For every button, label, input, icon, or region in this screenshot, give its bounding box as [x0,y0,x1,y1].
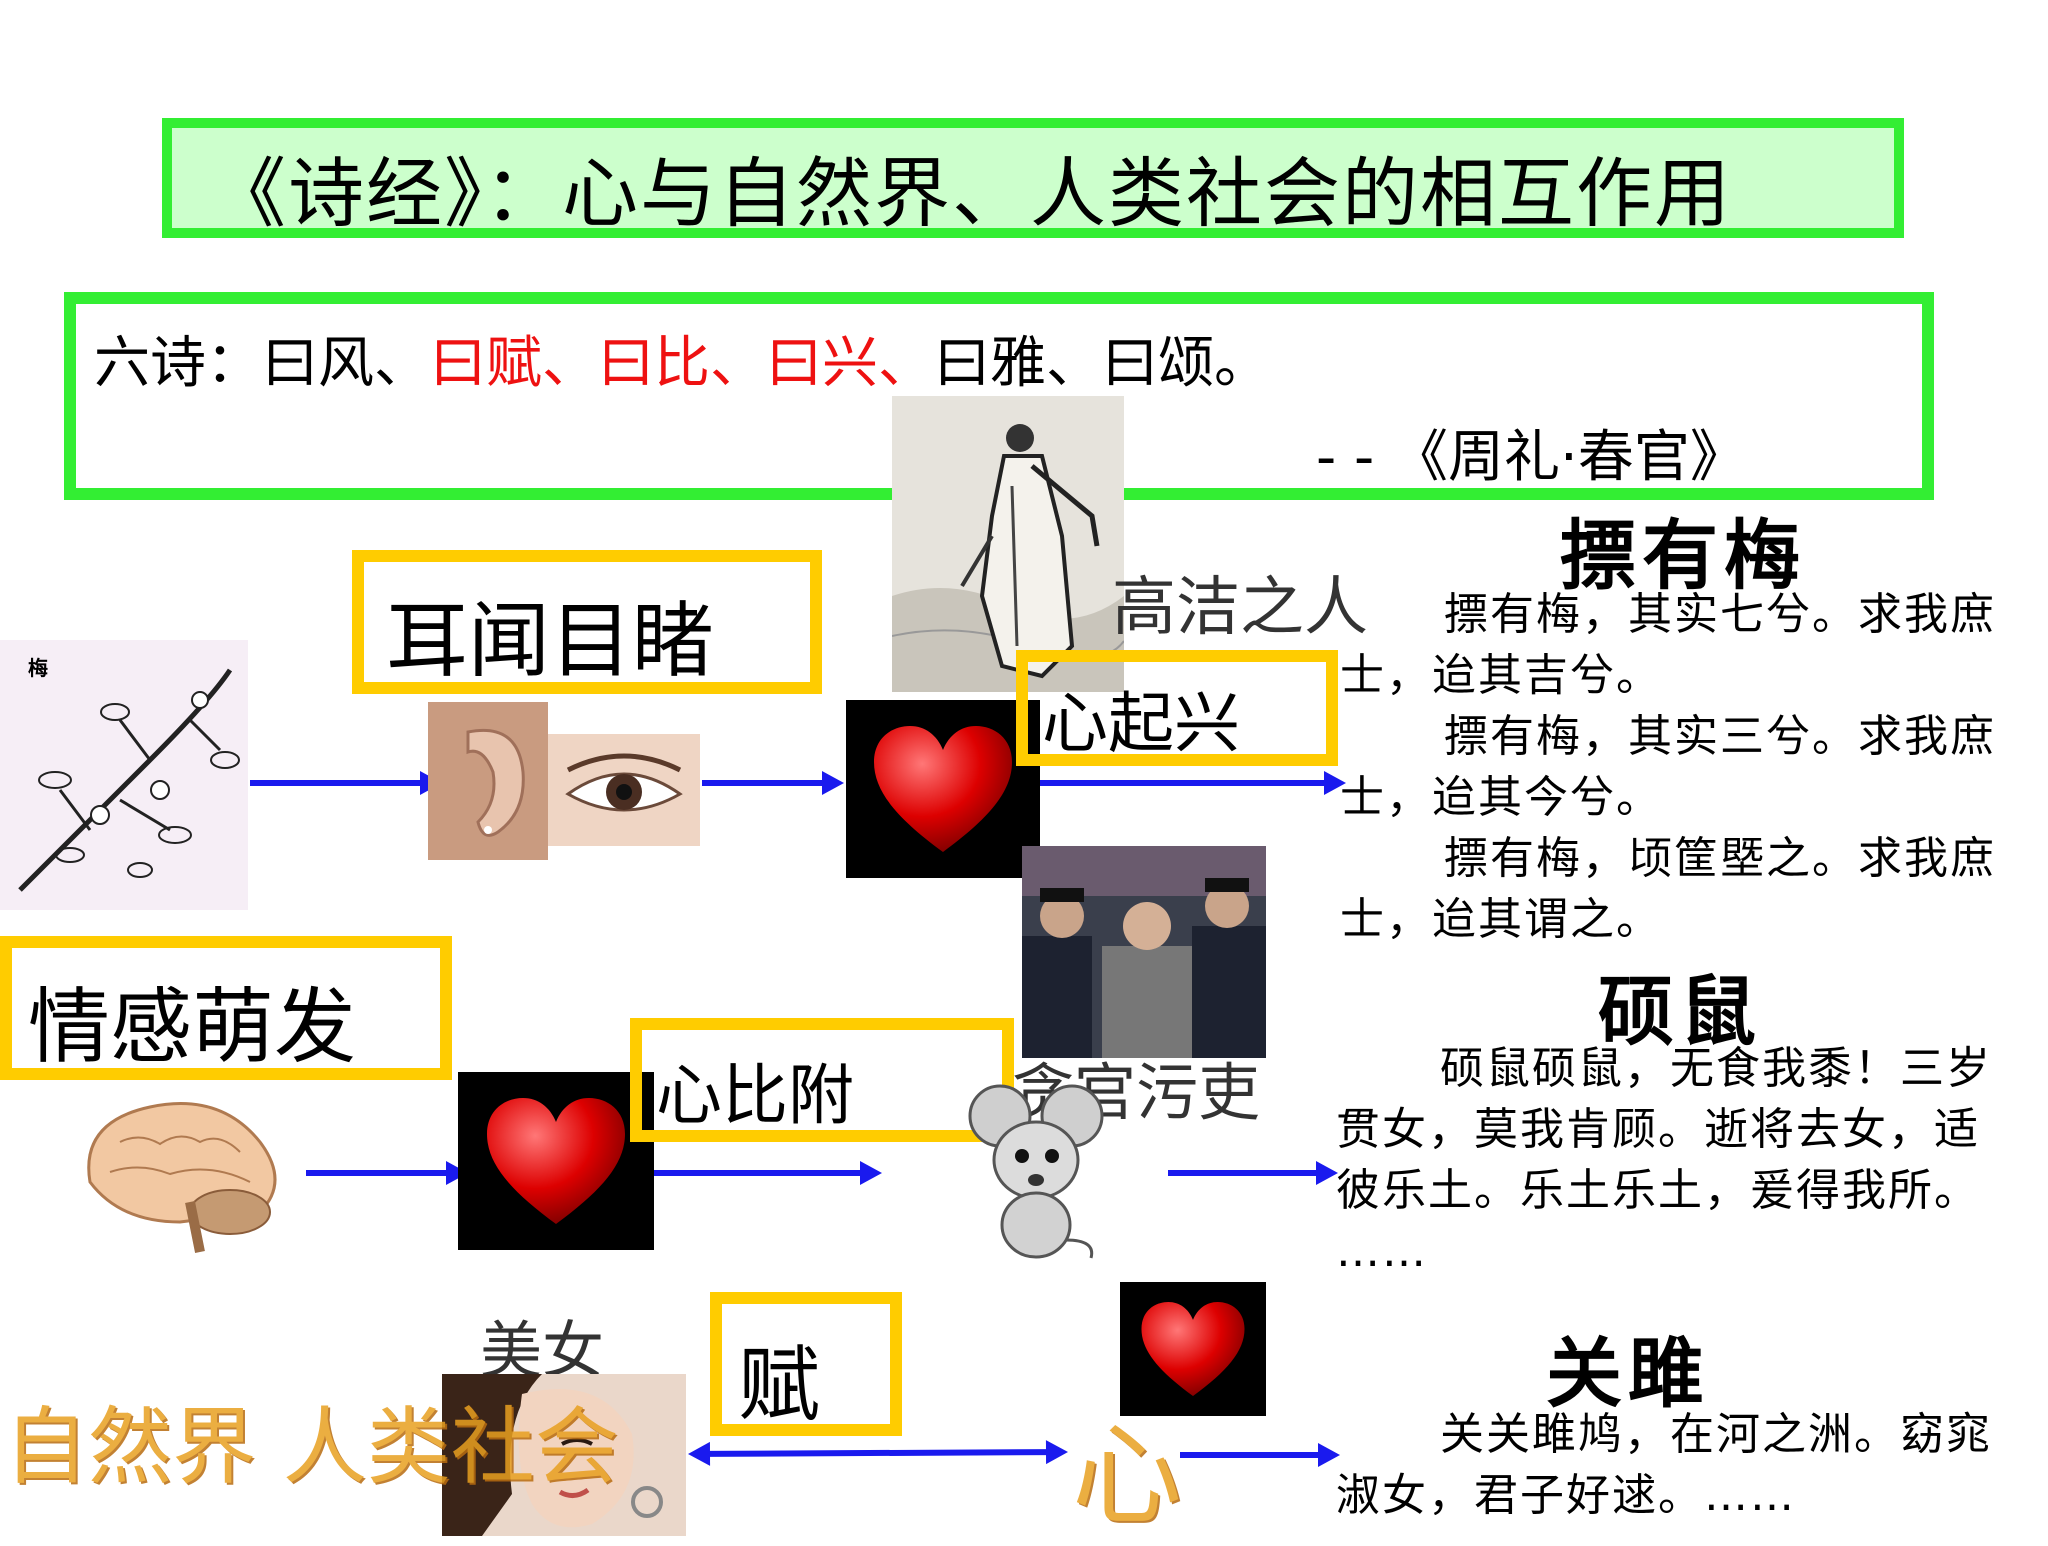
page-title: 《诗经》：心与自然界、人类社会的相互作用 [210,149,1732,238]
arrow-brain-to-heart [306,1161,468,1185]
poem-stanza: 关关雎鸠，在河之洲。窈窕淑女，君子好逑。…… [1336,1409,1992,1521]
poem-title-guanju: 关雎 [1546,1329,1710,1418]
bi-label: 心比附 [656,1057,854,1134]
mouse-image [966,1080,1106,1264]
arrow-heart-to-poem [1180,1443,1340,1467]
poem-stanza: 摽有梅，顷筐塈之。求我庶士，迨其谓之。 [1340,833,1996,945]
heart-char: 心 [1072,1412,1182,1540]
arrow-eye-to-heart [702,771,844,795]
liushi-source: - - 《周礼·春官》 [1316,425,1746,490]
heart-icon [1141,1301,1245,1397]
plum-drawing: 梅 [0,640,248,910]
title-banner [162,118,1904,238]
heart-tile [458,1072,654,1250]
ear-eye-label: 耳闻目睹 [386,594,715,689]
police-photo [1022,846,1266,1058]
heart-icon [874,726,1012,852]
noble-label: 高洁之人 [1112,571,1368,645]
poem-stanza: 硕鼠硕鼠，无食我黍！三岁贯女，莫我肯顾。逝将去女，适彼乐土。乐土乐土，爰得我所。 [1336,1043,1992,1216]
poem-stanza: 摽有梅，其实三兮。求我庶士，迨其今兮。 [1340,711,1996,823]
poem-body-biao: 摽有梅，其实七兮。求我庶士，迨其吉兮。 摽有梅，其实三兮。求我庶士，迨其今兮。 … [1340,584,2020,950]
poem-title-biao: 摽有梅 [1560,511,1806,600]
liushi-line: 六诗：曰风、曰赋、曰比、曰兴、曰雅、曰颂。 [94,318,1270,399]
nature-society-label: 自然界 人类社会 [4,1398,619,1496]
emotion-label: 情感萌发 [28,980,357,1075]
ear-photo [428,702,548,860]
liushi-prefix: 六诗：曰风、 [94,331,430,396]
heart-tile [1120,1282,1266,1416]
ear-eye-box [352,550,822,694]
plum-tag: 梅 [28,656,48,680]
eye-photo [548,734,700,846]
poem-title-shuoshu: 硕鼠 [1598,967,1762,1056]
heart-icon [487,1098,625,1224]
brain-diagram [60,1082,310,1258]
liushi-suffix: 曰雅、曰颂。 [934,331,1270,396]
bi-box [630,1018,1014,1142]
xing-label: 心起兴 [1042,685,1240,762]
arrow-heart-to-xing [1040,771,1346,795]
arrow-plum-to-ear [250,771,442,795]
heart-tile [846,700,1040,878]
fu-box [710,1292,902,1436]
arrow-double-beauty-heart [707,1449,1049,1457]
poem-body-shuoshu: 硕鼠硕鼠，无食我黍！三岁贯女，莫我肯顾。逝将去女，适彼乐土。乐土乐土，爰得我所。… [1336,1038,2016,1282]
poem-ellipsis: …… [1336,1226,1428,1277]
beauty-photo [442,1374,686,1536]
scholar-painting [892,396,1124,692]
poem-stanza: 摽有梅，其实七兮。求我庶士，迨其吉兮。 [1340,589,1996,701]
fu-label: 赋 [738,1338,821,1433]
liushi-fu: 曰赋、 [430,331,598,396]
liushi-xing: 曰兴、 [766,331,934,396]
arrow-heart-to-bi [652,1161,882,1185]
liushi-bi: 曰比、 [598,331,766,396]
emotion-box [0,936,452,1080]
xing-box [1016,650,1338,766]
arrow-mouse-to-poem [1168,1161,1338,1185]
